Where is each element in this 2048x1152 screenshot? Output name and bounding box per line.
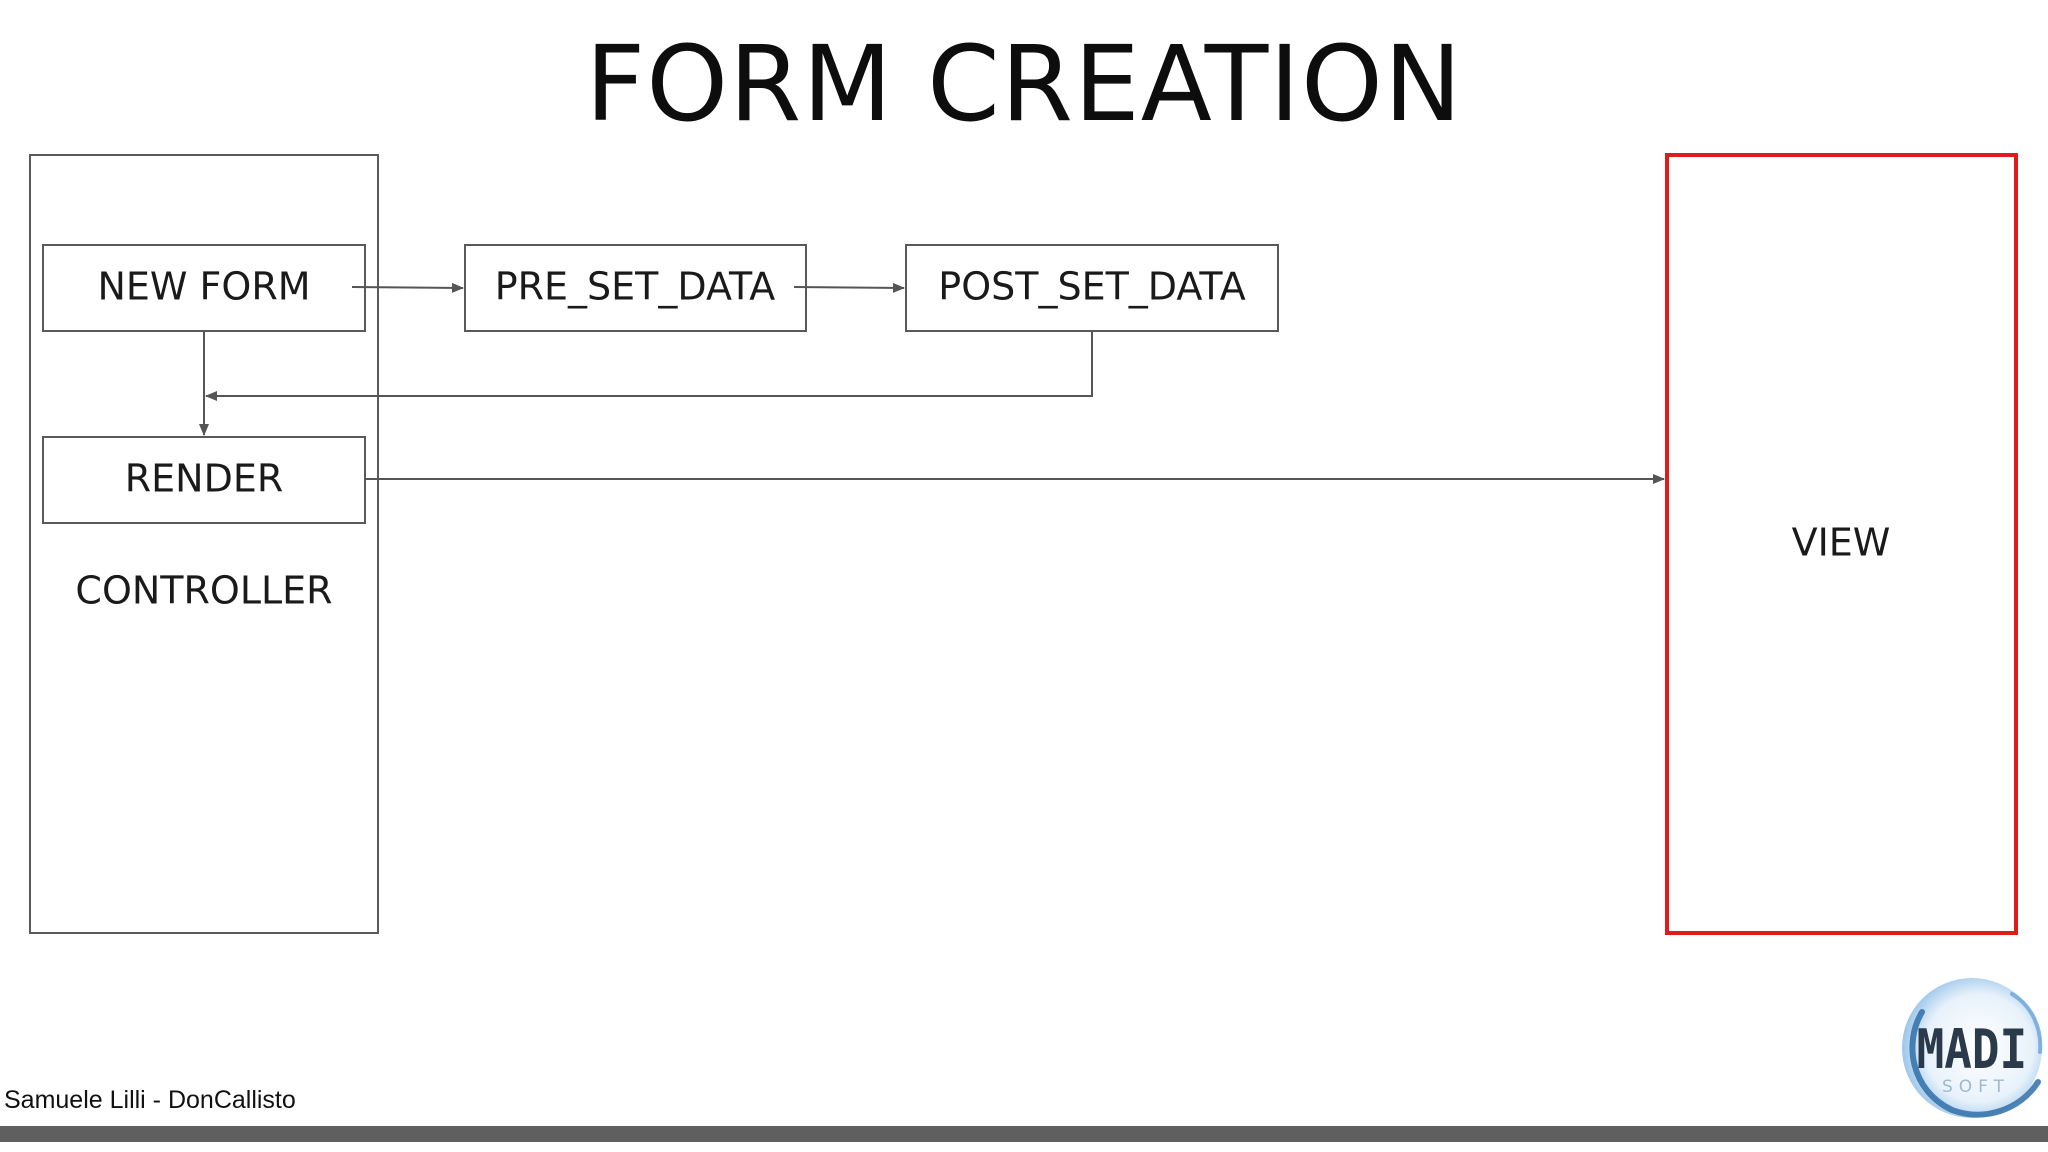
view-box [1665, 153, 2018, 935]
new-form-label: NEW FORM [97, 265, 310, 309]
arrow-new-form-to-pre-set-data [351, 282, 464, 293]
controller-label: CONTROLLER [75, 569, 332, 613]
pre-set-data-box [464, 244, 807, 332]
madi-soft-logo: MADI SOFT [1902, 978, 2043, 1118]
render-label: RENDER [125, 457, 284, 501]
logo-main-text: MADI [1917, 1017, 2028, 1081]
bottom-bar [0, 1126, 2048, 1142]
logo-circle [1902, 978, 2042, 1118]
post-set-data-label: POST_SET_DATA [938, 265, 1245, 309]
view-label: VIEW [1792, 521, 1891, 565]
slide-title: FORM CREATION [585, 23, 1463, 145]
logo-sub-text: SOFT [1942, 1077, 2010, 1097]
arrow-post-set-data-return [205, 331, 1093, 401]
arrow-pre-set-data-to-post-set-data [793, 282, 905, 293]
author-credit: Samuele Lilli - DonCallisto [4, 1086, 296, 1114]
logo-swirl [1909, 1009, 2041, 1118]
pre-set-data-label: PRE_SET_DATA [495, 265, 776, 309]
render-box [42, 436, 366, 524]
new-form-box [42, 244, 366, 332]
